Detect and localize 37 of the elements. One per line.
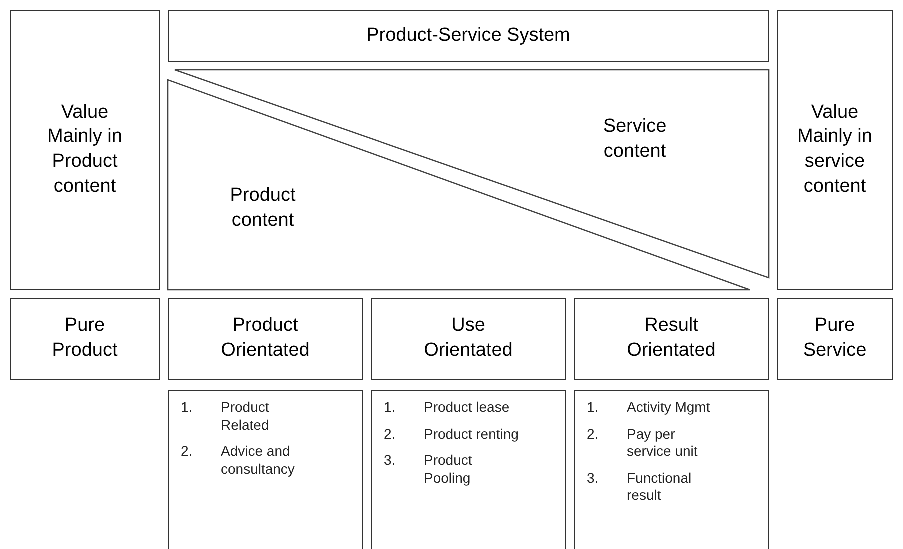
list-item: Product Pooling bbox=[424, 452, 474, 487]
list-item: Product Related bbox=[221, 399, 270, 434]
list-item: Product lease bbox=[424, 399, 510, 416]
list-number: 1. bbox=[384, 399, 397, 416]
list-number: 2. bbox=[181, 443, 194, 461]
region-label: Service content bbox=[602, 115, 668, 164]
list-item: Activity Mgmt bbox=[627, 399, 710, 416]
list-item: Advice and consultancy bbox=[221, 443, 296, 478]
list-item: Functional result bbox=[627, 470, 693, 504]
box-label: Value Mainly in service content bbox=[796, 100, 874, 199]
category-box bbox=[777, 298, 893, 380]
box-label: Product-Service System bbox=[366, 24, 570, 48]
examples-box bbox=[371, 390, 566, 549]
region-label: Product content bbox=[229, 184, 297, 233]
examples-box bbox=[574, 390, 769, 549]
list-item: Product renting bbox=[424, 426, 519, 443]
title-box bbox=[168, 10, 769, 62]
list-number: 1. bbox=[181, 399, 194, 417]
box-label: Use Orientated bbox=[423, 314, 514, 363]
list-number: 3. bbox=[384, 452, 397, 470]
category-box bbox=[574, 298, 769, 380]
list-number: 2. bbox=[587, 426, 600, 444]
category-box bbox=[10, 298, 160, 380]
value-panel bbox=[10, 10, 160, 290]
list-number: 3. bbox=[587, 470, 600, 488]
category-box bbox=[371, 298, 566, 380]
value-panel bbox=[777, 10, 893, 290]
box-label: Result Orientated bbox=[626, 314, 717, 363]
box-label: Value Mainly in Product content bbox=[46, 100, 124, 199]
list-number: 2. bbox=[384, 426, 397, 443]
category-box bbox=[168, 298, 363, 380]
list-item: Pay per service unit bbox=[627, 426, 699, 460]
box-label: Pure Product bbox=[51, 314, 119, 363]
box-label: Product Orientated bbox=[220, 314, 311, 363]
box-label: Pure Service bbox=[802, 314, 868, 363]
examples-box bbox=[168, 390, 363, 549]
list-number: 1. bbox=[587, 399, 600, 416]
